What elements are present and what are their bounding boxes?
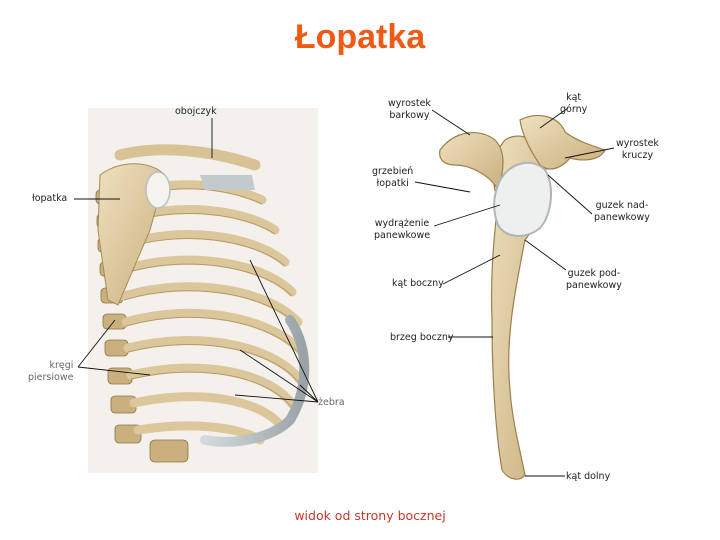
label-obojczyk: obojczyk (175, 106, 217, 117)
label-kregi-piersiowe: kręgi piersiowe (28, 360, 74, 383)
label-kat-dolny: kąt dolny (566, 471, 611, 482)
label-wydrazenie-panewkowe: wydrążenie panewkowe (374, 218, 431, 241)
label-brzeg-boczny: brzeg boczny (390, 332, 454, 343)
leader-lines (74, 107, 615, 477)
label-lopatka: łopatka (32, 193, 68, 204)
label-wyrostek-barkowy: wyrostek barkowy (388, 98, 431, 121)
scapula-illustration (439, 115, 606, 480)
label-guzek-nadpanewkowy: guzek nad- panewkowy (594, 200, 650, 223)
label-grzebien-lopatki: grzebień łopatki (372, 166, 414, 189)
page-title: Łopatka (294, 18, 426, 56)
label-guzek-podpanewkowy: guzek pod- panewkowy (566, 268, 622, 291)
label-kat-gorny: kąt górny (560, 92, 588, 115)
label-zebra: żebra (318, 397, 345, 408)
label-wyrostek-kruczy: wyrostek kruczy (616, 138, 659, 161)
caption: widok od strony bocznej (294, 508, 446, 523)
thorax-illustration (88, 108, 318, 473)
label-kat-boczny: kąt boczny (392, 278, 444, 289)
